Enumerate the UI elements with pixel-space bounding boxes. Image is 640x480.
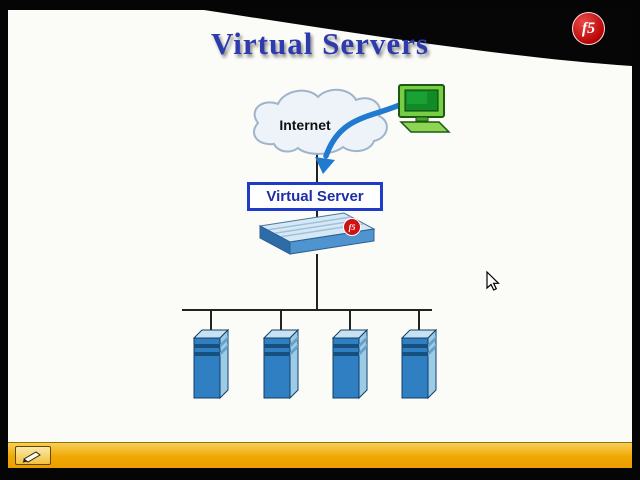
f5-logo-icon: f5 xyxy=(572,12,605,45)
workstation-icon xyxy=(398,84,451,133)
page-title: Virtual Servers xyxy=(211,26,429,61)
internet-cloud-icon: Internet xyxy=(253,88,388,155)
bigip-appliance-icon: f5 xyxy=(258,212,376,255)
top-swoosh-shape xyxy=(204,10,632,66)
bottom-toolbar xyxy=(8,442,632,468)
server-tower xyxy=(331,328,369,400)
server-tower xyxy=(262,328,300,400)
virtual-server-box: Virtual Server xyxy=(247,182,383,211)
appliance-badge-text: f5 xyxy=(349,223,356,232)
connector-lines xyxy=(182,150,432,331)
f5-logo-text: f5 xyxy=(581,19,596,37)
virtual-server-label: Virtual Server xyxy=(266,188,364,205)
cloud-label: Internet xyxy=(279,117,331,133)
server-tower xyxy=(400,328,438,400)
traffic-arrow-icon xyxy=(315,101,405,174)
network-diagram: Internet xyxy=(182,84,500,400)
server-tower xyxy=(192,328,230,400)
pen-annotation-icon xyxy=(22,450,41,463)
pen-tool-button[interactable] xyxy=(15,446,51,465)
slide-area[interactable]: Virtual Servers f5 Internet xyxy=(8,10,632,468)
mouse-cursor-icon xyxy=(486,270,500,291)
